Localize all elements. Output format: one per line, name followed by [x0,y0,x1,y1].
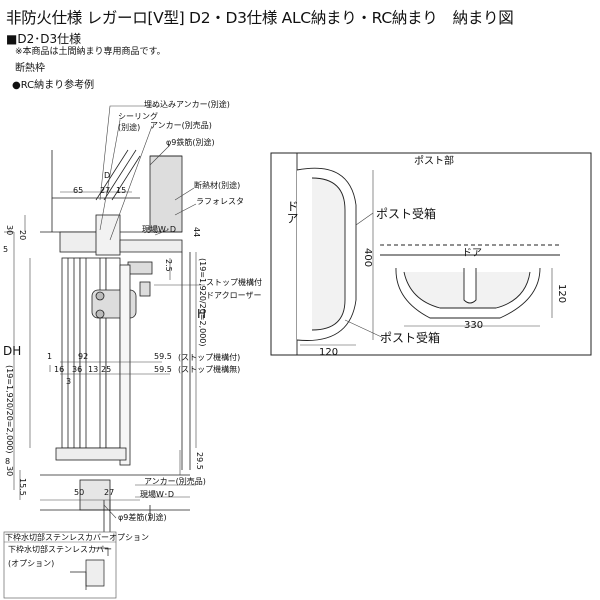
callout-sealing-sub: (別途) [118,123,141,132]
dim-59-5-b: 59.5 [154,365,172,374]
callout-stop-mech: ストップ機構付 [206,278,262,287]
callout-rebar: φ9鉄筋(別途) [166,138,215,147]
door-label-horizontal: ドア [462,248,482,259]
dim-120-a: 120 [319,347,339,358]
dim-3: 3 [66,377,72,386]
dim-25: 25 [101,365,112,374]
inset-tab: 下枠水切部ステンレスカバーオプション [5,533,149,542]
dim-15-5: 15.5 [18,478,27,496]
dim-20: 20 [18,230,27,241]
dim-120-b: 120 [556,284,567,304]
dim-50: 50 [74,488,85,497]
post-section-label: ポスト部 [414,156,454,167]
callout-anchor-top: アンカー(別売品) [150,121,212,130]
section-title: ■D2･D3仕様 [6,32,82,46]
dim-DH: DH [3,344,22,358]
dim-400: 400 [362,248,373,268]
callout-sealing: シーリング [118,112,158,121]
dim-29-5: 29.5 [195,452,204,470]
dim-30: 30 [5,225,14,236]
dim-16: 16 [54,365,65,374]
callout-dowel: φ9差筋(別途) [118,513,167,522]
dim-65: 65 [73,186,84,195]
dim-5: 5 [3,245,9,254]
post-box-label-2: ポスト受箱 [380,331,441,345]
inset-line1: 下枠水切部ステンレスカバー [8,545,112,554]
dim-H-range: (19=1,920/20=2,000) [198,258,207,347]
section-example: ●RC納まり参考例 [12,80,95,91]
callout-closer: ドアクローザー [206,291,262,300]
dim-27: 27 [100,186,111,195]
section-label: 断熱枠 [15,63,45,74]
dim-92: 92 [78,352,89,361]
callout-insulation: 断熱材(別途) [194,181,241,190]
dim-8: 8 [5,457,11,466]
dim-2-5: 2.5 [164,259,173,272]
callout-without-stop: (ストップ機構無) [178,365,241,374]
dim-330: 330 [464,320,484,331]
callout-laforesta: ラフォレスタ [196,197,244,206]
inset-line2: (オプション) [8,559,55,568]
post-box-label-1: ポスト受箱 [376,207,437,221]
dim-36: 36 [72,365,83,374]
dim-59-5-a: 59.5 [154,352,172,361]
door-label-vertical: ドア [285,200,299,224]
dim-15: 15 [116,186,127,195]
callout-site-wd-top: 現場W･D [142,225,177,234]
dim-H: H [197,307,207,321]
dim-DH-range: (19=1,920/20=2,000) [5,365,14,454]
dim-27b: 27 [104,488,115,497]
callout-site-wd-bottom: 現場W･D [140,490,175,499]
page-title: 非防火仕様 レガーロ[V型] D2・D3仕様 ALC納まり・RC納まり 納まり図 [6,9,514,27]
callout-embedded-anchor: 埋め込みアンカー(別途) [144,100,230,109]
dim-13: 13 [88,365,99,374]
callout-anchor-bottom: アンカー(別売品) [144,477,206,486]
dim-44: 44 [192,227,201,238]
dim-D: D [104,171,111,180]
section-note: ※本商品は土間納まり専用商品です。 [15,47,166,57]
dim-1: 1 [47,352,53,361]
dim-30b: 30 [5,466,14,477]
callout-with-stop: (ストップ機構付) [178,353,241,362]
